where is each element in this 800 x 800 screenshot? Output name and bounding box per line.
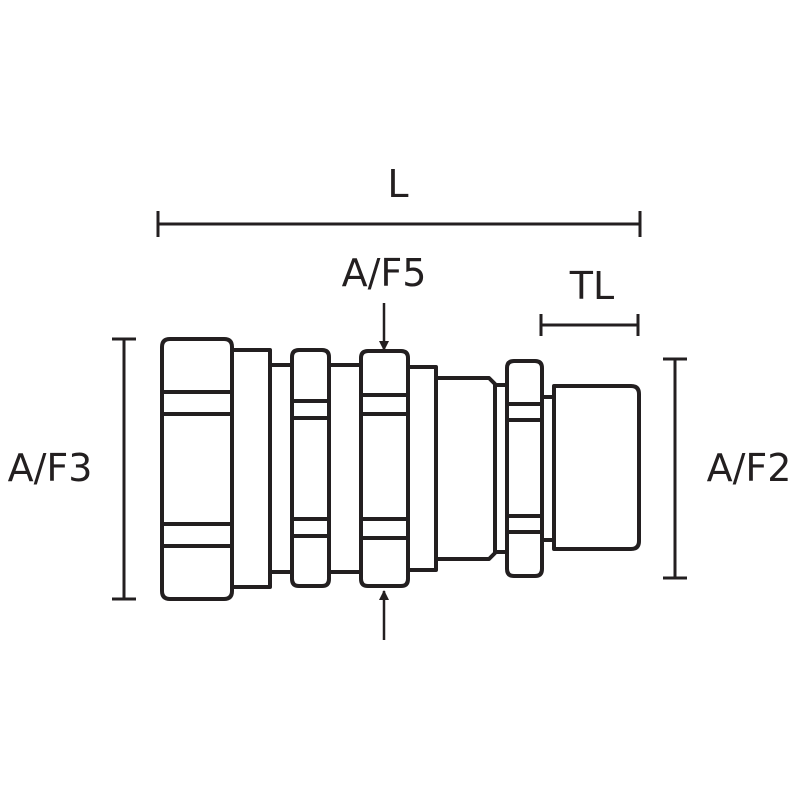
shoulder-ring [230,348,272,589]
label-across-flats-3: A/F3 [8,446,93,490]
body-neck-2 [327,363,363,574]
large-hex-nut [160,337,234,601]
label-across-flats-2: A/F2 [707,446,792,490]
body-neck-1 [268,363,294,574]
small-hex-nut-1 [290,348,331,588]
dimension-length [156,211,642,237]
small-hex-nut-2 [359,349,410,588]
main-body [434,376,497,561]
label-length: L [387,162,408,206]
dimension-across-flats-3 [112,337,136,601]
dimension-thread-length [539,314,640,336]
collar-ring [406,365,438,572]
label-across-flats-5: A/F5 [342,251,427,295]
label-thread-length: TL [569,264,614,308]
fitting-body [160,337,641,601]
small-hex-nut-3 [505,359,544,578]
threaded-end [552,384,641,551]
dimension-across-flats-2 [663,357,687,580]
